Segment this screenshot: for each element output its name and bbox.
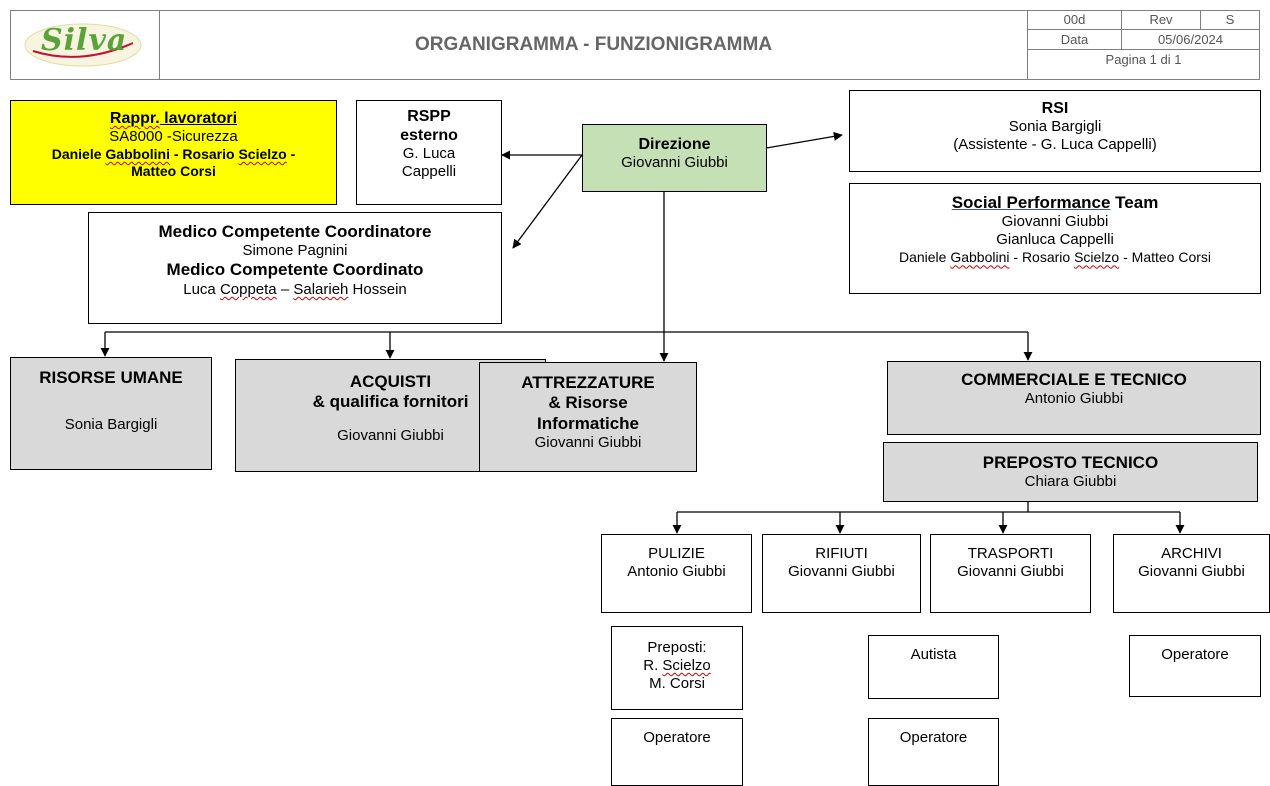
preposti-name-1: R. Scielzo	[643, 657, 711, 674]
rspp-name-2: Cappelli	[401, 163, 457, 181]
archivi-title: ARCHIVI	[1161, 545, 1222, 562]
attrezzature-subtitle-2: Informatiche	[536, 413, 640, 433]
preposto-name: Chiara Giubbi	[1024, 473, 1117, 491]
spt-member-1: Giovanni Giubbi	[1001, 213, 1109, 231]
trasporti-operatore-box: Operatore	[868, 718, 999, 786]
rappr-lavoratori-box: Rappr. lavoratori SA8000 -Sicurezza Dani…	[10, 100, 337, 205]
pulizie-box: PULIZIE Antonio Giubbi	[601, 534, 752, 613]
rappr-title: Rappr. lavoratori	[109, 110, 238, 127]
acquisti-title: ACQUISTI	[349, 372, 432, 391]
spt-member-3: Daniele Gabbolini - Rosario Scielzo - Ma…	[898, 249, 1212, 266]
logo-text: Silva	[41, 23, 128, 58]
rev-label: Rev	[1149, 12, 1173, 27]
silva-logo	[24, 23, 142, 67]
page-title: ORGANIGRAMMA - FUNZIONIGRAMMA	[414, 34, 773, 55]
rspp-title: RSPP	[407, 108, 451, 125]
rifiuti-box: RIFIUTI Giovanni Giubbi	[762, 534, 921, 613]
direzione-name: Giovanni Giubbi	[621, 154, 728, 172]
spt-member-2: Gianluca Cappelli	[996, 231, 1114, 249]
date-value: 05/06/2024	[1157, 32, 1224, 47]
acquisti-name: Giovanni Giubbi	[337, 426, 444, 444]
direzione-title: Direzione	[638, 136, 711, 153]
trasporti-title: TRASPORTI	[967, 545, 1054, 562]
commerciale-title: COMMERCIALE E TECNICO	[961, 370, 1187, 389]
attrezzature-subtitle: & Risorse	[548, 393, 628, 413]
trasporti-operatore-label: Operatore	[899, 729, 968, 746]
trasporti-box: TRASPORTI Giovanni Giubbi	[930, 534, 1091, 613]
risorse-umane-box: RISORSE UMANE Sonia Bargigli	[10, 357, 212, 470]
header-page-cell: Pagina 1 di 1	[1027, 49, 1260, 80]
rsi-box: RSI Sonia Bargigli (Assistente - G. Luca…	[849, 90, 1261, 172]
doc-code: 00d	[1063, 12, 1086, 27]
autista-box: Autista	[868, 635, 999, 699]
preposti-name-2: M. Corsi	[649, 675, 705, 692]
pulizie-name: Antonio Giubbi	[627, 563, 726, 580]
rspp-box: RSPP esterno G. Luca Cappelli	[356, 100, 502, 205]
rsi-name: Sonia Bargigli	[1008, 118, 1102, 136]
attrezzature-name: Giovanni Giubbi	[534, 434, 642, 452]
rev-value: S	[1225, 12, 1235, 27]
date-label: Data	[1060, 32, 1089, 47]
trasporti-name: Giovanni Giubbi	[957, 563, 1064, 580]
archivi-box: ARCHIVI Giovanni Giubbi	[1113, 534, 1270, 613]
rappr-subtitle: SA8000 -Sicurezza	[109, 128, 238, 146]
commerciale-name: Antonio Giubbi	[1024, 390, 1124, 408]
pulizie-title: PULIZIE	[648, 545, 705, 562]
attrezzature-box: ATTREZZATURE & Risorse Informatiche Giov…	[479, 362, 697, 472]
preposti-box: Preposti: R. Scielzo M. Corsi	[611, 626, 743, 710]
social-performance-team-box: Social Performance Team Giovanni Giubbi …	[849, 183, 1261, 294]
rappr-names-2: Matteo Corsi	[131, 162, 216, 179]
rappr-names: Daniele Gabbolini - Rosario Scielzo -	[51, 146, 296, 163]
arrow-direzione-medico	[512, 154, 583, 249]
archivi-operatore-label: Operatore	[1161, 646, 1229, 663]
medico-coordinato-title: Medico Competente Coordinato	[166, 260, 424, 280]
rsi-title: RSI	[1041, 100, 1069, 117]
rifiuti-title: RIFIUTI	[815, 545, 868, 562]
archivi-name: Giovanni Giubbi	[1138, 563, 1245, 580]
pulizie-operatore-box: Operatore	[611, 718, 743, 786]
medico-coordinato-names: Luca Coppeta – Salarieh Hossein	[183, 280, 407, 298]
medico-competente-box: Medico Competente Coordinatore Simone Pa…	[88, 212, 502, 324]
rspp-name: G. Luca	[402, 145, 456, 163]
commerciale-tecnico-box: COMMERCIALE E TECNICO Antonio Giubbi	[887, 361, 1261, 435]
page-number: Pagina 1 di 1	[1105, 52, 1182, 67]
direzione-box: Direzione Giovanni Giubbi	[582, 124, 767, 192]
spt-title: Social Performance Team	[951, 193, 1159, 212]
pulizie-operatore-label: Operatore	[643, 729, 711, 746]
rspp-title-2: esterno	[400, 127, 458, 145]
rsi-assistant: (Assistente - G. Luca Cappelli)	[953, 136, 1157, 154]
header-logo-cell: Silva	[10, 10, 160, 80]
medico-coordinatore-name: Simone Pagnini	[242, 242, 348, 260]
autista-label: Autista	[910, 646, 957, 663]
medico-coordinatore-title: Medico Competente Coordinatore	[158, 222, 432, 241]
preposto-title: PREPOSTO TECNICO	[982, 453, 1159, 472]
attrezzature-title: ATTREZZATURE	[521, 373, 655, 392]
acquisti-subtitle: & qualifica fornitori	[312, 392, 469, 412]
risorse-umane-title: RISORSE UMANE	[39, 368, 183, 387]
preposti-label: Preposti:	[647, 639, 707, 656]
preposto-tecnico-box: PREPOSTO TECNICO Chiara Giubbi	[883, 442, 1258, 502]
risorse-umane-name: Sonia Bargigli	[64, 416, 158, 434]
rifiuti-name: Giovanni Giubbi	[788, 563, 895, 580]
archivi-operatore-box: Operatore	[1129, 635, 1261, 697]
